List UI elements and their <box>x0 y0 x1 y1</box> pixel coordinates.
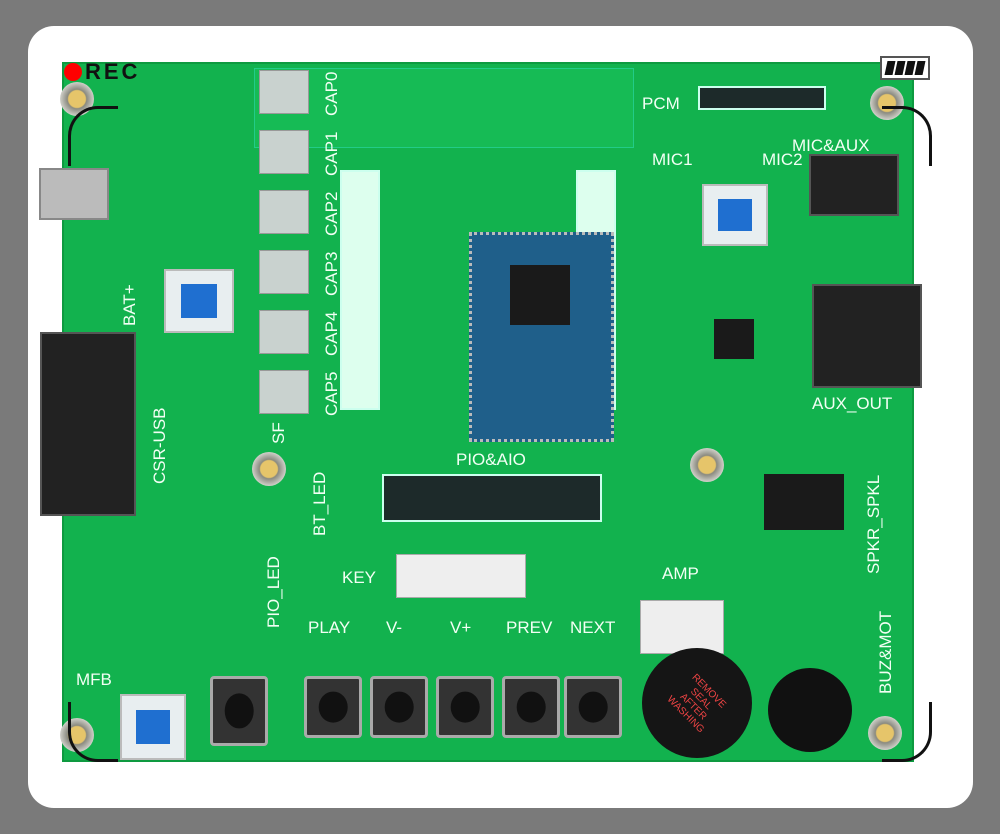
play-label: PLAY <box>308 618 351 637</box>
pcb-board: CAP0 CAP1 CAP2 CAP3 CAP4 CAP5 PCM MIC1 M… <box>39 62 922 762</box>
key-label: KEY <box>342 568 377 587</box>
viewfinder-corner-br <box>882 702 932 762</box>
mic2-label: MIC2 <box>762 150 803 169</box>
bt-led-label: BT_LED <box>310 471 329 536</box>
bat-label: BAT+ <box>120 284 139 326</box>
left-header <box>340 170 380 410</box>
cap3-label: CAP3 <box>322 251 341 296</box>
antenna-area <box>254 68 634 148</box>
pio-aio-label: PIO&AIO <box>456 450 526 469</box>
rec-label: REC <box>85 59 141 84</box>
record-dot-icon <box>64 63 82 81</box>
screw-mid-left <box>252 452 286 486</box>
prev-button[interactable] <box>502 676 560 738</box>
amp-dip-switch[interactable] <box>640 600 724 654</box>
bluetooth-module <box>469 232 614 442</box>
viewfinder-corner-tr <box>882 106 932 166</box>
battery-full-icon <box>880 56 930 80</box>
mfb-label: MFB <box>76 670 112 689</box>
play-button[interactable] <box>304 676 362 738</box>
cap2-label: CAP2 <box>322 191 341 236</box>
pcm-label: PCM <box>642 94 680 113</box>
aux-out-label: AUX_OUT <box>812 394 893 413</box>
usb-port[interactable] <box>39 168 109 220</box>
next-label: NEXT <box>570 618 616 637</box>
cap5-label: CAP5 <box>322 371 341 416</box>
cap4-label: CAP4 <box>322 311 341 356</box>
screw-mid-right <box>690 448 724 482</box>
mic1-label: MIC1 <box>652 150 693 169</box>
buz-mot-label: BUZ&MOT <box>876 610 895 694</box>
power-button[interactable] <box>164 269 234 333</box>
key-dip-switch[interactable] <box>396 554 526 598</box>
rec-indicator: REC <box>64 59 140 85</box>
v-plus-button[interactable] <box>436 676 494 738</box>
pio-led-label: PIO_LED <box>264 556 283 628</box>
v-minus-label: V- <box>386 618 403 637</box>
viewfinder-corner-bl <box>68 702 118 762</box>
reset-button[interactable] <box>210 676 268 746</box>
next-button[interactable] <box>564 676 622 738</box>
prev-label: PREV <box>506 618 553 637</box>
idc-connector[interactable] <box>40 332 136 516</box>
v-minus-button[interactable] <box>370 676 428 738</box>
mfb-button[interactable] <box>120 694 186 760</box>
pio-aio-header[interactable] <box>382 474 602 522</box>
blue-push-button[interactable] <box>702 184 768 246</box>
aux-out-jack[interactable] <box>812 284 922 388</box>
spkr-label: SPKR_SPKL <box>864 474 883 574</box>
csr-usb-label: CSR-USB <box>150 407 169 484</box>
amp-label: AMP <box>662 564 699 583</box>
pcm-header[interactable] <box>698 86 826 110</box>
vibration-motor <box>768 668 852 752</box>
mic-aux-label: MIC&AUX <box>792 136 870 155</box>
buzzer: REMOVE SEAL AFTER WASHING <box>642 648 752 758</box>
cap0-label: CAP0 <box>322 71 341 116</box>
buzzer-label: REMOVE SEAL AFTER WASHING <box>664 672 728 736</box>
sf-label: SF <box>269 422 288 444</box>
cap1-label: CAP1 <box>322 131 341 176</box>
viewfinder-corner-tl <box>68 106 118 166</box>
v-plus-label: V+ <box>450 618 472 637</box>
